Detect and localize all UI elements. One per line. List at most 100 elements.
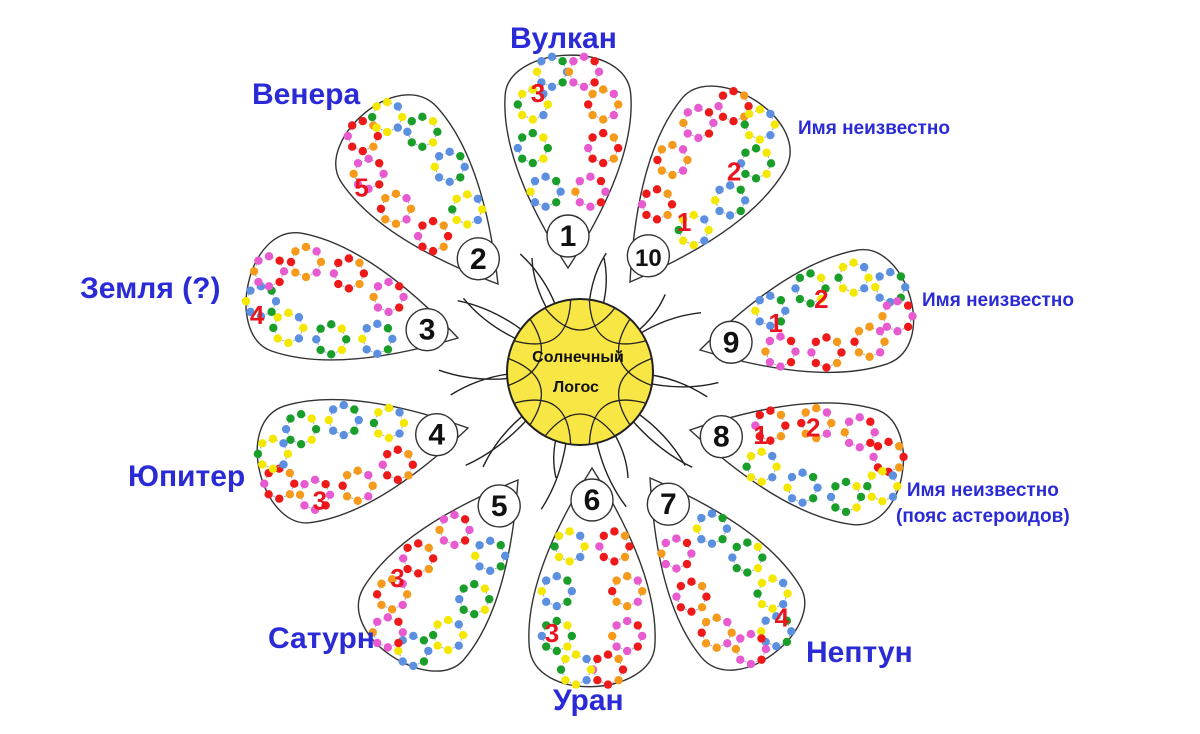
bead [382,471,392,480]
planet-label-vulkan: Вулкан [510,22,617,55]
red-number: 3 [531,78,545,108]
bead [413,569,423,578]
bead [757,578,767,588]
bead [264,252,274,261]
bead [728,553,737,562]
petal-number: 9 [723,326,740,359]
bead [594,67,604,77]
bead [672,564,681,573]
bead [668,140,677,150]
bead [739,91,749,100]
bead [863,482,872,491]
bead [741,169,750,179]
bead [300,480,309,489]
bead [596,198,606,207]
bead [831,482,840,491]
bead [584,100,593,109]
bead [715,206,724,216]
bead [383,613,393,622]
bead [454,641,463,650]
bead [543,100,552,109]
bead [373,131,382,141]
bead [683,129,692,138]
bead [404,471,413,480]
bead [398,112,407,122]
bead [786,336,796,346]
bead [599,158,608,168]
bead [541,202,550,211]
bead [878,312,887,321]
bead [269,323,278,333]
bead [404,449,413,459]
bead [316,257,326,267]
bead [565,557,574,566]
petal-number-circle [570,478,614,522]
bead [768,604,777,613]
bead [513,100,522,109]
bead [552,646,561,656]
bead [338,481,347,490]
bead [761,616,770,625]
bead [443,645,453,655]
bead [285,468,295,478]
petal-number-circle [477,484,521,528]
bead [729,87,738,96]
bead [584,143,593,153]
bead [687,549,696,558]
bead [558,56,567,66]
bead [642,210,651,220]
bead [383,643,393,652]
bead [413,231,423,241]
bead [801,429,810,438]
bead [778,600,788,609]
bead [556,665,566,674]
bead [859,284,869,293]
bead [689,240,698,250]
bead [563,597,572,607]
bead [517,133,527,142]
bead [344,284,354,293]
bead [460,536,470,545]
bead [908,312,917,321]
center-label-line1: Солнечный [532,349,624,366]
bead [692,524,702,533]
bead [418,142,427,152]
bead [307,414,316,423]
bead [362,345,371,354]
bead [772,612,781,621]
bead [563,642,572,651]
bead [358,334,367,344]
bead [552,602,561,611]
bead [439,536,449,545]
bead [403,127,412,137]
bead [450,510,459,520]
bead [342,492,352,501]
bead [552,176,561,186]
bead [316,324,325,333]
bead [358,116,367,126]
bead [539,89,548,99]
bead [541,642,551,651]
bead [575,176,584,186]
petal-outline [504,54,632,270]
bead [275,256,284,265]
petal-4: 43 [253,398,470,524]
bead [294,334,304,343]
red-number: 2 [806,413,820,443]
bead [475,562,484,571]
bead [375,158,384,168]
bead [633,642,643,651]
bead [603,650,613,659]
bead [849,258,858,267]
center-arc [544,413,616,437]
bead [310,475,320,485]
bead [894,463,904,472]
bead [638,587,647,596]
bead [463,190,472,199]
bead [661,538,670,548]
petal-outline [688,402,905,526]
bead [399,292,408,302]
bead [766,406,775,415]
bead [350,405,359,414]
bead [373,303,383,312]
